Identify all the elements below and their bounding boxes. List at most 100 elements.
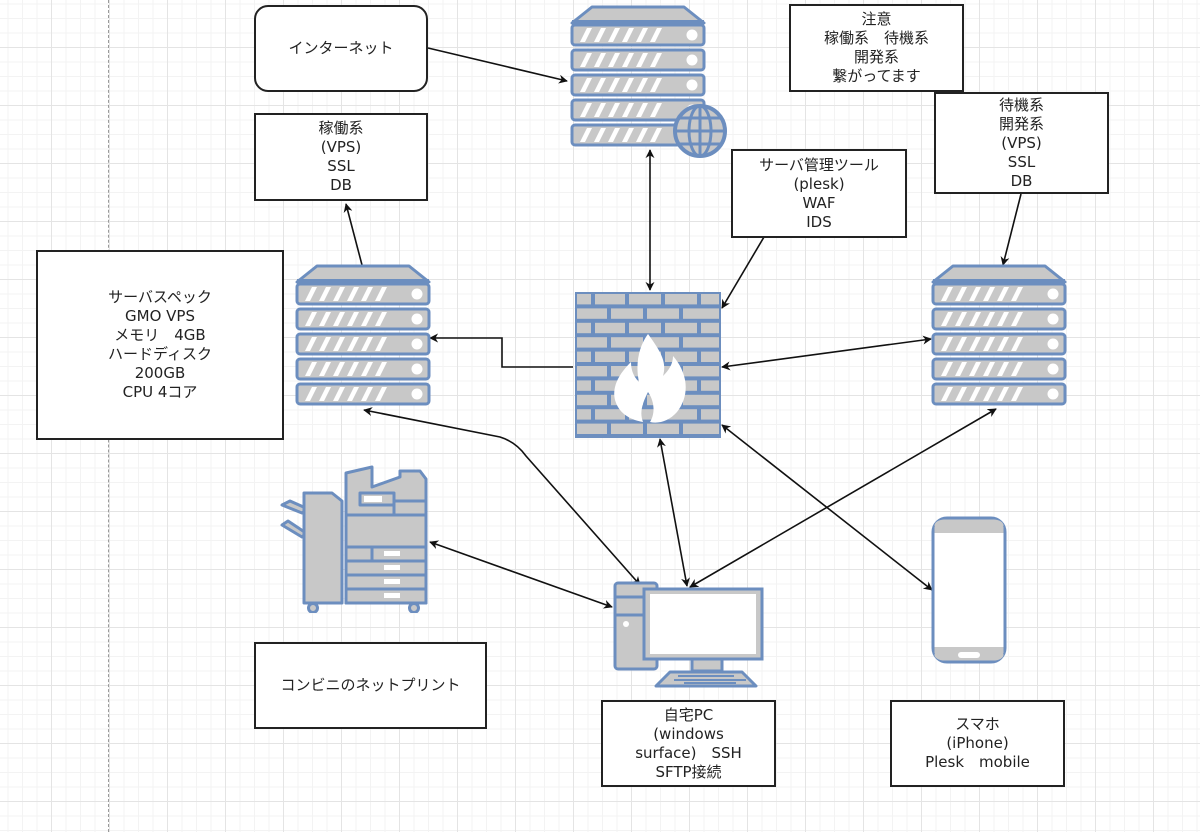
firewall-brick: [683, 337, 719, 348]
server-spec-box[interactable]: サーバスペック GMO VPS メモリ 4GB ハードディスク 200GB CP…: [36, 250, 284, 440]
firewall-brick: [577, 380, 591, 391]
server-spec-line: ハードディスク: [108, 345, 212, 363]
server-spec-line: 200GB: [134, 364, 186, 382]
firewall-brick: [595, 409, 625, 420]
home-button: [958, 652, 980, 658]
edge-admin-tools-to-firewall[interactable]: [721, 236, 765, 309]
web-server-icon[interactable]: [570, 3, 730, 159]
firewall-brick: [611, 337, 643, 348]
firewall-brick: [595, 322, 625, 334]
internet-label: インターネット: [288, 39, 394, 57]
smartphone-icon[interactable]: [930, 515, 1010, 667]
firewall-brick: [683, 423, 719, 434]
firewall-brick: [647, 423, 679, 434]
firewall-brick: [577, 337, 607, 348]
production-server-icon[interactable]: [295, 262, 433, 412]
admin-tools-line: IDS: [806, 212, 832, 231]
firewall-brick: [701, 322, 719, 334]
standby-label-line: 待機系: [998, 95, 1044, 114]
firewall-brick: [577, 366, 607, 377]
standby-label-line: 開発系: [998, 114, 1044, 133]
home-pc-label-line: 自宅PC: [663, 705, 714, 724]
edge-firewall-smartphone[interactable]: [721, 424, 933, 591]
firewall-brick: [577, 322, 591, 334]
smartphone-label-box[interactable]: スマホ (iPhone) Plesk mobile: [890, 700, 1065, 787]
smartphone-label-line: Plesk mobile: [925, 753, 1030, 771]
home-pc-label-box[interactable]: 自宅PC (windows surface) SSH SFTP接続: [601, 700, 776, 787]
firewall-brick: [701, 380, 719, 391]
admin-tools-box[interactable]: サーバ管理ツール (plesk) WAF IDS: [731, 149, 907, 238]
notice-line: 注意: [861, 10, 892, 28]
edge-printer-home-pc[interactable]: [429, 540, 613, 609]
monitor-icon: [642, 587, 764, 673]
firewall-brick: [577, 294, 591, 305]
multifunction-printer-icon[interactable]: [280, 463, 435, 613]
server-spec-line: サーバスペック: [108, 288, 212, 306]
edge-firewall-standby-server[interactable]: [721, 335, 932, 371]
notice-box[interactable]: 注意 稼働系 待機系 開発系 繋がってます: [789, 4, 964, 92]
firewall-brick: [595, 351, 625, 362]
firewall-brick: [595, 380, 625, 391]
firewall-brick: [577, 409, 591, 420]
firewall-brick: [577, 351, 591, 362]
server-spec-line: GMO VPS: [125, 307, 195, 325]
standby-server-icon[interactable]: [931, 262, 1069, 412]
firewall-brick: [595, 294, 625, 305]
home-pc-label-line: (windows: [653, 724, 724, 743]
firewall-brick: [647, 337, 679, 348]
server-spec-line: メモリ 4GB: [114, 326, 206, 344]
notice-line: 稼働系 待機系: [823, 29, 929, 47]
production-label-line: DB: [330, 176, 352, 194]
production-label-line: (VPS): [320, 138, 362, 156]
flame-icon: [614, 334, 686, 423]
edge-firewall-home-pc[interactable]: [657, 438, 690, 587]
production-label-box[interactable]: 稼働系 (VPS) SSL DB: [254, 113, 428, 201]
edge-standby-label-to-server[interactable]: [1000, 193, 1022, 266]
firewall-brick: [577, 394, 607, 406]
production-label-line: SSL: [327, 157, 355, 175]
standby-label-line: DB: [1010, 171, 1033, 190]
edge-server-to-production-label[interactable]: [343, 203, 363, 266]
firewall-brick: [611, 308, 643, 319]
firewall-brick: [611, 423, 643, 434]
firewall-brick: [701, 294, 719, 305]
globe-icon: [673, 104, 727, 158]
standby-label-line: SSL: [1007, 152, 1036, 171]
firewall-icon[interactable]: [573, 290, 723, 440]
home-pc-label-line: SFTP接続: [655, 762, 722, 781]
net-print-box[interactable]: コンビニのネットプリント: [254, 642, 487, 729]
firewall-brick: [629, 409, 661, 420]
standby-label-box[interactable]: 待機系 開発系 (VPS) SSL DB: [934, 92, 1109, 194]
firewall-brick: [701, 409, 719, 420]
edge-firewall-to-production-server[interactable]: [429, 333, 573, 368]
firewall-brick: [665, 409, 697, 420]
notice-line: 繋がってます: [832, 67, 921, 85]
internet-node[interactable]: インターネット: [254, 5, 428, 92]
admin-tools-line: WAF: [802, 193, 836, 212]
firewall-brick: [701, 351, 719, 362]
firewall-brick: [665, 294, 697, 305]
firewall-brick: [629, 294, 661, 305]
firewall-brick: [665, 322, 697, 334]
edge-internet-to-webserver[interactable]: [427, 47, 568, 84]
net-print-label: コンビニのネットプリント: [280, 676, 461, 694]
home-pc-label-line: surface) SSH: [635, 743, 742, 762]
firewall-brick: [683, 394, 719, 406]
desktop-pc-icon[interactable]: [612, 580, 772, 690]
firewall-brick: [647, 308, 679, 319]
firewall-brick: [577, 423, 607, 434]
production-label-line: 稼働系: [318, 119, 364, 137]
firewall-brick: [665, 351, 697, 362]
notice-line: 開発系: [853, 48, 899, 66]
server-spec-line: CPU 4コア: [122, 383, 198, 401]
standby-label-line: (VPS): [1001, 133, 1042, 152]
edge-production-server-home-pc[interactable]: [363, 407, 641, 586]
smartphone-label-line: スマホ: [955, 715, 1000, 733]
firewall-brick: [577, 308, 607, 319]
firewall-brick: [683, 308, 719, 319]
keyboard-icon: [654, 670, 758, 688]
firewall-brick: [629, 322, 661, 334]
smartphone-label-line: (iPhone): [946, 734, 1009, 752]
admin-tools-line: サーバ管理ツール: [759, 155, 879, 174]
